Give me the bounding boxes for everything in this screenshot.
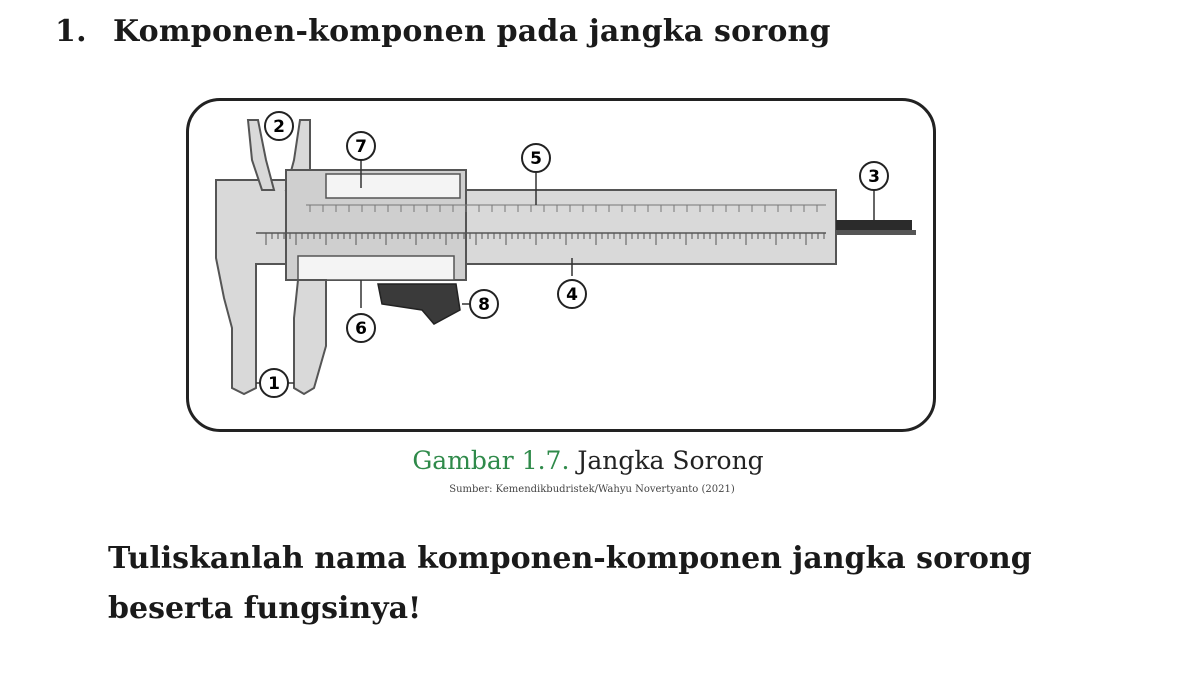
vernier-caliper-illustration: 1 2 3 4 5 6 7 8 (215, 111, 916, 398)
fixed-inner-jaw (246, 119, 276, 191)
caption-prefix: Gambar 1.7. (412, 446, 570, 475)
question-number: 1. (55, 14, 87, 49)
callout-3-label: 3 (868, 167, 880, 187)
depth-rod (836, 220, 912, 230)
callout-8: 8 (469, 289, 499, 319)
metric-vernier-window (297, 255, 455, 281)
callout-5-label: 5 (530, 149, 542, 169)
instruction-text: Tuliskanlah nama komponen-komponen jangk… (108, 541, 1032, 626)
question-heading: 1. Komponen-komponen pada jangka sorong (55, 14, 831, 49)
callout-7-label: 7 (355, 137, 367, 157)
callout-5: 5 (521, 143, 551, 173)
callout-6-label: 6 (355, 319, 367, 339)
callout-7: 7 (346, 131, 376, 161)
inch-vernier-window (325, 173, 461, 199)
callout-6: 6 (346, 313, 376, 343)
callout-2-label: 2 (273, 117, 285, 137)
callouts: 1 2 3 4 5 6 7 8 (259, 111, 889, 398)
callout-4-label: 4 (566, 285, 578, 305)
figure-source: Sumber: Kemendikbudristek/Wahyu Novertya… (449, 484, 735, 495)
callout-2: 2 (264, 111, 294, 141)
thumb-screw (377, 283, 461, 325)
question-title: Komponen-komponen pada jangka sorong (113, 14, 831, 49)
callout-8-label: 8 (478, 295, 490, 315)
callout-3: 3 (859, 161, 889, 191)
caption-text: Jangka Sorong (577, 446, 764, 475)
callout-1-label: 1 (268, 374, 280, 394)
callout-1: 1 (259, 368, 289, 398)
callout-4: 4 (557, 279, 587, 309)
figure-caption: Gambar 1.7. Jangka Sorong (0, 446, 1188, 475)
depth-rod-tip (836, 230, 916, 235)
sliding-outer-jaw (293, 279, 327, 396)
main-scale-ticks (265, 205, 825, 245)
